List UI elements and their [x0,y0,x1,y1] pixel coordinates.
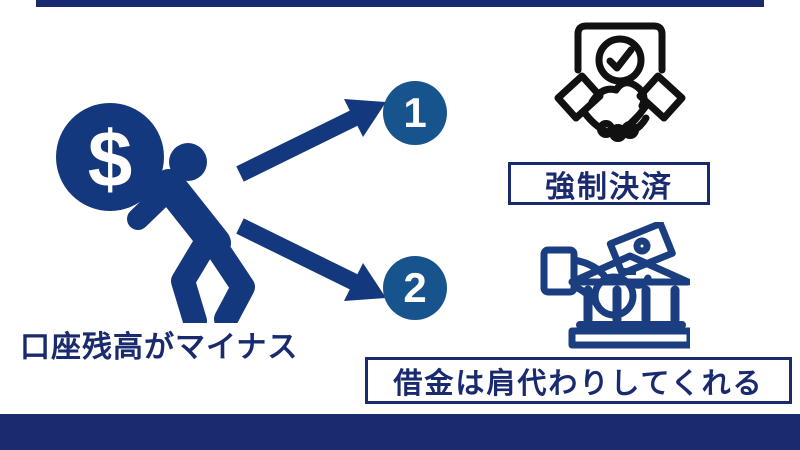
branch-2-number-badge: 2 [383,256,447,320]
branch-2-label: 借金は肩代わりしてくれる [393,367,764,400]
finger-line-2 [631,102,650,124]
person-arm [127,180,178,230]
branch-2-label-box: 借金は肩代わりしてくれる [365,357,792,404]
person-head [169,143,207,181]
branch-1-number-badge: 1 [383,81,447,145]
bank-base [568,327,690,349]
banknote-detail-circle [633,237,651,255]
person-carrying-money-bag-icon: $ [56,103,255,323]
branch-1-number: 1 [403,89,427,136]
money-bag-circle [56,103,164,211]
bank-pediment [568,252,690,286]
check-mark [606,46,635,72]
bank-pediment-slot [620,268,636,275]
person-back-leg [203,233,255,323]
source-label: 口座残高がマイナス [20,331,299,364]
branch-2-number: 2 [403,264,427,311]
certificate-outline [574,22,666,74]
clasped-hands-top [588,79,648,110]
dollar-sign: $ [88,115,133,204]
branch-1-label-box: 強制決済 [508,162,710,205]
top-border-line [36,0,764,7]
handshake-agreement-icon [554,22,686,142]
bottom-border-bar [0,414,800,450]
person-front-leg [171,229,219,323]
hand-cuff [540,246,578,296]
branch-1-label: 強制決済 [545,170,673,204]
hand-money-bank-icon [540,222,690,349]
check-circle [595,35,645,85]
